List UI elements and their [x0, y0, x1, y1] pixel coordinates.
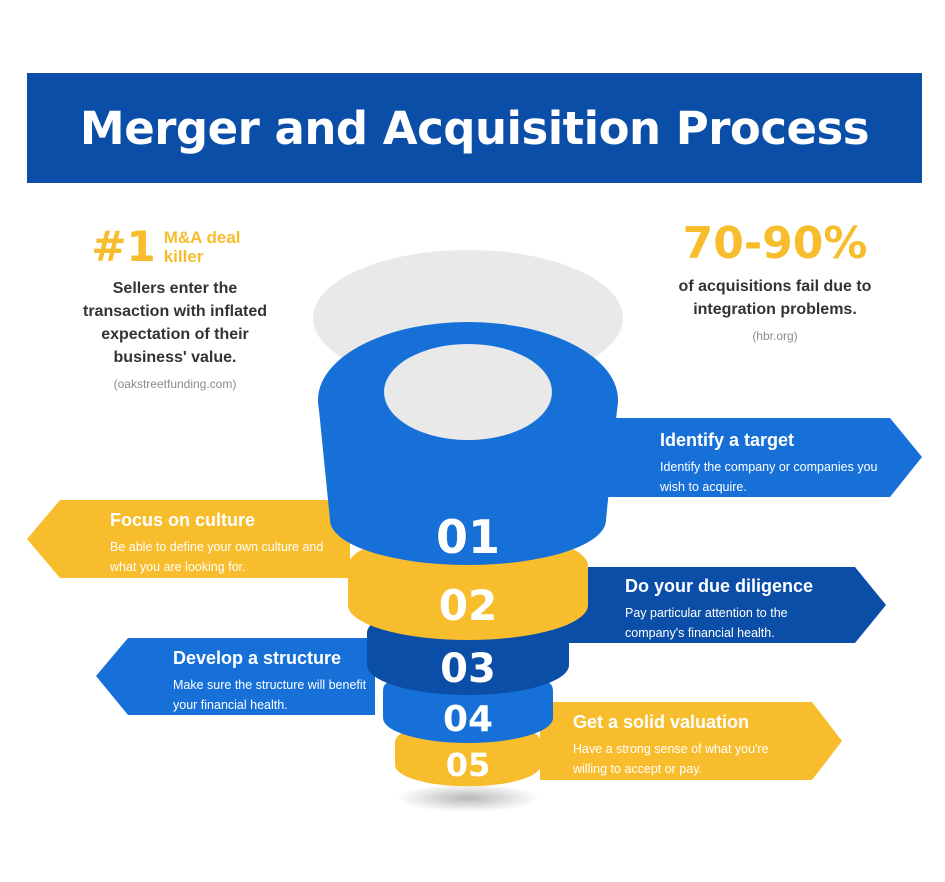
step-2-label: Focus on culture Be able to define your … — [110, 510, 335, 577]
stat-right: 70-90% of acquisitions fail due to integ… — [655, 218, 895, 343]
step-number-4: 04 — [442, 699, 494, 740]
step-2-title: Focus on culture — [110, 510, 256, 530]
funnel-shadow — [396, 784, 540, 812]
stat-right-source: (hbr.org) — [752, 329, 798, 343]
arrow-step-4 — [96, 638, 375, 715]
arrow-step-3 — [560, 567, 886, 643]
step-5-title: Get a solid valuation — [573, 712, 750, 732]
step-number-1: 01 — [435, 510, 500, 564]
step-3-title: Do your due diligence — [625, 576, 814, 596]
arrow-step-5 — [540, 702, 842, 780]
step-1-description: Identify the company or companies you wi… — [660, 460, 878, 494]
stat-left-small: M&A deal killer — [163, 227, 241, 266]
tier-01 — [318, 322, 618, 565]
step-4-label: Develop a structure Make sure the struct… — [173, 648, 368, 715]
stat-right-big: 70-90% — [682, 218, 868, 269]
stat-left-text: Sellers enter the transaction with infla… — [82, 280, 267, 366]
step-5-description: Have a strong sense of what you're willi… — [573, 742, 769, 776]
step-number-3: 03 — [440, 646, 496, 692]
step-number-5: 05 — [445, 746, 491, 784]
step-3-description: Pay particular attention to the company'… — [625, 606, 788, 640]
page-title: Merger and Acquisition Process — [79, 101, 870, 155]
step-2-description: Be able to define your own culture and w… — [110, 540, 324, 574]
step-3-label: Do your due diligence Pay particular att… — [625, 576, 830, 643]
step-4-title: Develop a structure — [173, 648, 342, 668]
stat-right-text: of acquisitions fail due to integration … — [678, 278, 872, 318]
stat-left-source: (oakstreetfunding.com) — [113, 377, 237, 391]
title-banner: Merger and Acquisition Process — [27, 73, 922, 183]
step-1-label: Identify a target Identify the company o… — [660, 430, 880, 497]
stat-left: #1 M&A deal killer Sellers enter the tra… — [70, 222, 280, 391]
stat-left-big: #1 — [91, 222, 156, 271]
funnel-opening — [384, 344, 552, 440]
step-number-2: 02 — [438, 581, 498, 630]
step-4-description: Make sure the structure will benefit you… — [173, 678, 367, 712]
arrow-step-1 — [590, 418, 922, 497]
step-5-label: Get a solid valuation Have a strong sens… — [573, 712, 783, 779]
arrow-step-2 — [27, 500, 350, 578]
step-1-title: Identify a target — [660, 430, 795, 450]
